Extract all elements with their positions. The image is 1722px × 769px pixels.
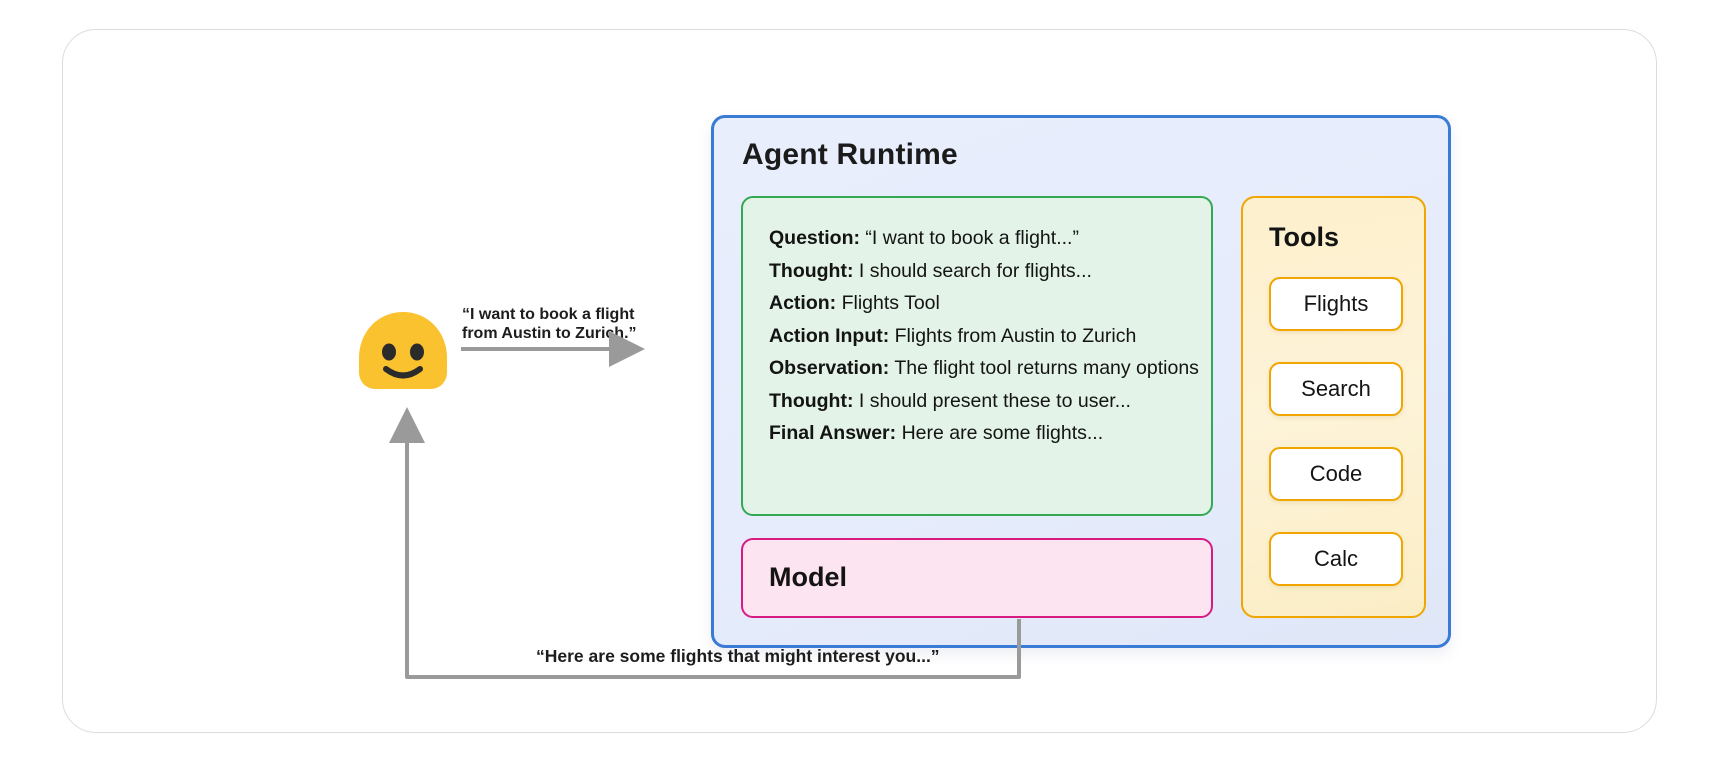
- agent-runtime-title: Agent Runtime: [742, 138, 958, 171]
- reasoning-line-label: Question:: [769, 227, 860, 249]
- reasoning-line: Thought: I should present these to user.…: [769, 385, 1185, 418]
- reasoning-line-text: I should present these to user...: [858, 389, 1131, 412]
- user-avatar: [359, 312, 447, 389]
- reasoning-line-text: Flights from Austin to Zurich: [894, 324, 1137, 347]
- model-title: Model: [769, 562, 847, 592]
- tools-panel: Tools Flights Search Code Calc: [1241, 196, 1426, 618]
- reasoning-line-label: Thought:: [769, 389, 854, 412]
- emoji-smile: [383, 366, 423, 379]
- reasoning-line: Thought: I should search for flights...: [769, 255, 1185, 288]
- reasoning-line-label: Action Input:: [769, 324, 890, 347]
- tools-title: Tools: [1269, 222, 1339, 252]
- reasoning-line: Action Input: Flights from Austin to Zur…: [769, 320, 1185, 353]
- reasoning-line-text: Flights Tool: [841, 292, 940, 314]
- tool-button-search[interactable]: Search: [1269, 362, 1403, 416]
- user-request-label-line1: “I want to book a flight: [462, 306, 635, 323]
- user-request-label: “I want to book a flight from Austin to …: [462, 305, 647, 343]
- reasoning-line-label: Observation:: [769, 357, 890, 379]
- reasoning-line-text: Here are some flights...: [901, 422, 1104, 444]
- reasoning-line: Action: Flights Tool: [769, 287, 1185, 320]
- tool-button-calc[interactable]: Calc: [1269, 532, 1403, 586]
- reasoning-line: Final Answer: Here are some flights...: [769, 417, 1185, 450]
- reasoning-line-label: Action:: [769, 292, 837, 314]
- diagram-card: Agent Runtime Question: “I want to book …: [62, 29, 1657, 733]
- tool-button-code[interactable]: Code: [1269, 447, 1403, 501]
- reasoning-line-label: Final Answer:: [769, 422, 897, 444]
- user-request-label-line2: from Austin to Zurich.”: [462, 325, 637, 342]
- agent-runtime-panel: Agent Runtime Question: “I want to book …: [711, 115, 1451, 648]
- emoji-left-eye: [382, 343, 396, 361]
- emoji-right-eye: [410, 343, 424, 361]
- reasoning-line: Observation: The flight tool returns man…: [769, 352, 1199, 385]
- model-box: Model: [741, 538, 1213, 618]
- tool-button-flights[interactable]: Flights: [1269, 277, 1403, 331]
- reasoning-line-text: The flight tool returns many options: [894, 357, 1199, 379]
- reasoning-trace-box: Question: “I want to book a flight...” T…: [741, 196, 1213, 516]
- agent-response-label: “Here are some flights that might intere…: [536, 646, 940, 666]
- reasoning-line-text: I should search for flights...: [858, 259, 1092, 282]
- reasoning-line-label: Thought:: [769, 259, 854, 282]
- reasoning-line-text: “I want to book a flight...”: [865, 227, 1079, 249]
- reasoning-line: Question: “I want to book a flight...”: [769, 222, 1185, 255]
